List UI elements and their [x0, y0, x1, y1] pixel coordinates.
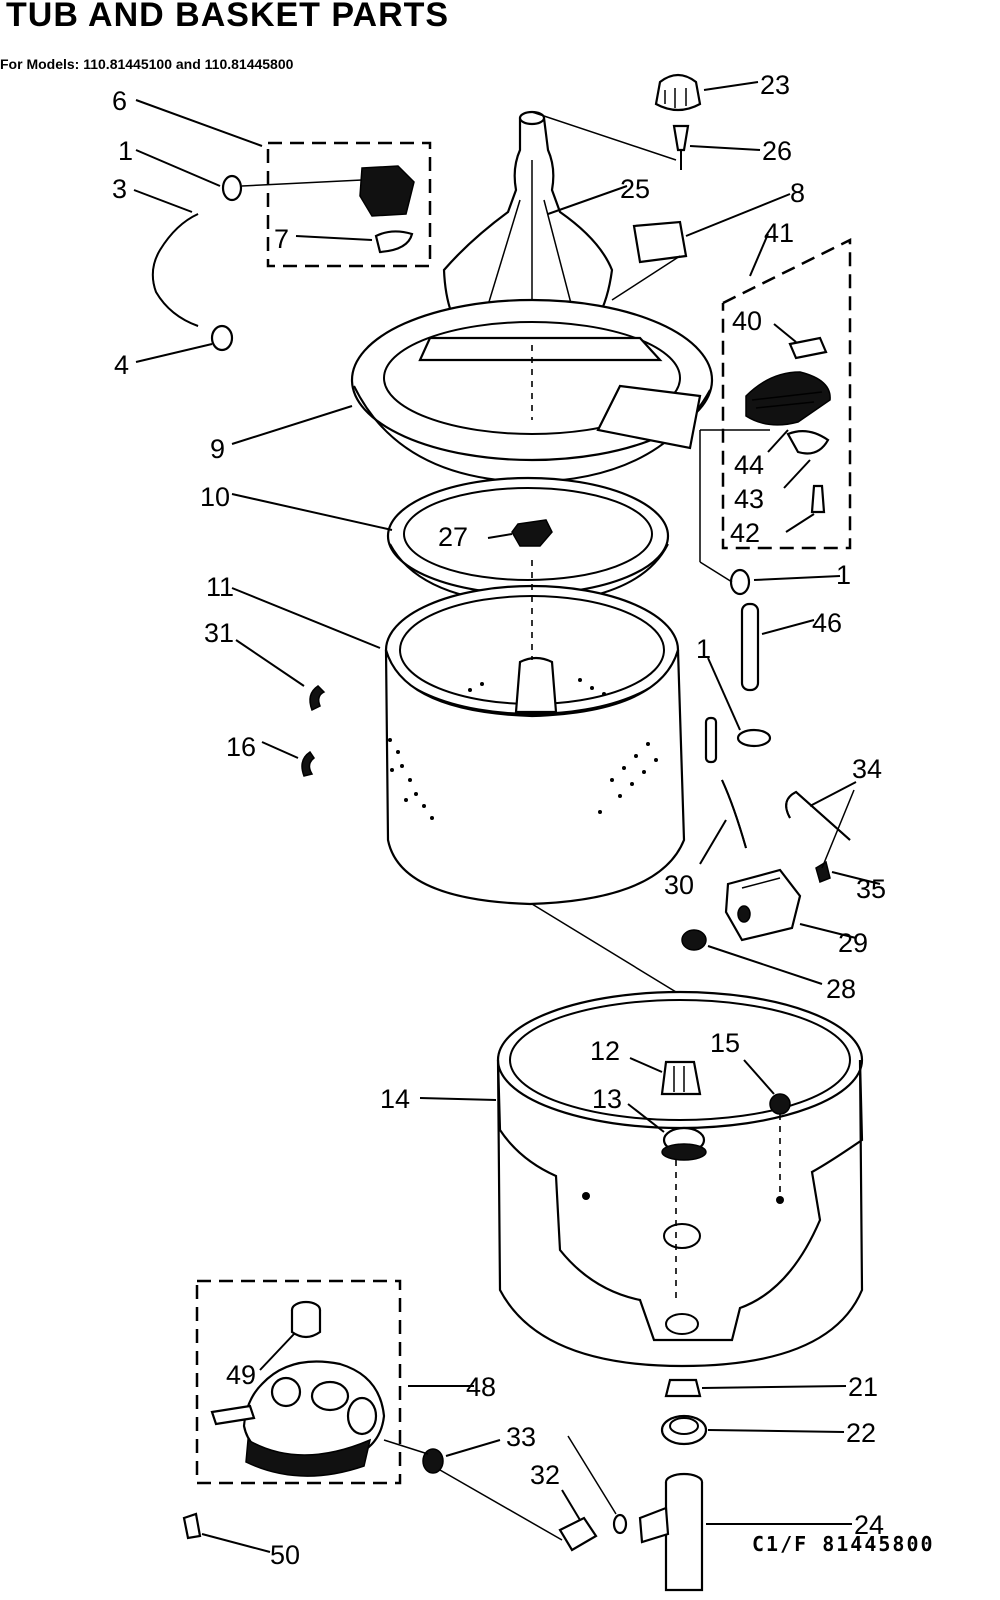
- part-35-clamp: [815, 860, 831, 884]
- part-50-screw: [182, 1512, 202, 1540]
- callout-40: 40: [732, 306, 762, 336]
- part-14-outer-tub: [496, 990, 864, 1368]
- callout-27: 27: [438, 522, 468, 552]
- callout-24: 24: [854, 1510, 884, 1540]
- callout-43: 43: [734, 484, 764, 514]
- diagram-title: TUB AND BASKET PARTS: [6, 0, 450, 34]
- callout-8: 8: [790, 178, 805, 208]
- part-48-pump-assembly: [210, 1360, 386, 1477]
- part-3-siphon-hose: [151, 213, 199, 327]
- callout-6: 6: [112, 86, 127, 116]
- group-box-41: [721, 237, 852, 550]
- part-7-gasket: [374, 230, 414, 254]
- part-4-clamp: [210, 324, 234, 352]
- callout-3: 3: [112, 174, 127, 204]
- callout-14: 14: [380, 1084, 410, 1114]
- part-40-clip: [788, 336, 828, 360]
- part-43-filter-cover: [786, 429, 830, 455]
- part-30-pump-hose: [704, 716, 747, 849]
- part-1-grommet-right: [729, 568, 751, 596]
- part-33-clamp-b: [612, 1513, 628, 1535]
- part-44-lint-filter: [745, 371, 831, 426]
- part-11-basket: [384, 560, 686, 906]
- part-26-pin: [672, 124, 690, 170]
- part-31-clip: [309, 685, 326, 712]
- part-8-plate: [632, 220, 688, 264]
- part-22-seal: [660, 1414, 708, 1446]
- callout-10: 10: [200, 482, 230, 512]
- part-9-tub-ring: [350, 298, 714, 484]
- part-34-hose: [785, 790, 851, 841]
- part-29-pump: [724, 868, 802, 942]
- part-15-bolt: [769, 1093, 791, 1196]
- callout-15: 15: [710, 1028, 740, 1058]
- group-box-6: [266, 141, 432, 268]
- callout-23: 23: [760, 70, 790, 100]
- part-12-cam: [660, 1060, 702, 1096]
- callout-50: 50: [270, 1540, 300, 1570]
- part-27-nut: [511, 519, 553, 547]
- part-42-screw: [810, 484, 826, 514]
- callout-16: 16: [226, 732, 256, 762]
- callout-29: 29: [838, 928, 868, 958]
- callout-9: 9: [210, 434, 225, 464]
- part-1-grommet-top: [221, 174, 243, 202]
- part-32-pipe: [558, 1516, 598, 1552]
- callout-12: 12: [590, 1036, 620, 1066]
- callout-32: 32: [530, 1460, 560, 1490]
- callout-7: 7: [274, 224, 289, 254]
- group-box-48: [195, 1279, 402, 1485]
- callout-1-right: 1: [836, 560, 851, 590]
- part-1-grommet-lower: [736, 728, 772, 748]
- callout-11: 11: [206, 572, 234, 602]
- leader-lines: [133, 81, 881, 1553]
- callout-34: 34: [852, 754, 882, 784]
- part-6-dispenser-cup: [359, 165, 415, 217]
- part-28-nut: [681, 929, 707, 951]
- callout-4: 4: [114, 350, 129, 380]
- part-49-pulley: [290, 1300, 322, 1339]
- callout-48: 48: [466, 1372, 496, 1402]
- callout-1-top: 1: [118, 136, 133, 166]
- callout-41: 41: [764, 218, 794, 248]
- part-24-drain-tube: [638, 1472, 704, 1592]
- part-16-clip: [301, 750, 316, 777]
- callout-49: 49: [226, 1360, 256, 1390]
- callout-42: 42: [730, 518, 760, 548]
- callout-21: 21: [848, 1372, 878, 1402]
- callout-22: 22: [846, 1418, 876, 1448]
- catalog-code: C1/F 81445800: [752, 1532, 935, 1556]
- callout-46: 46: [812, 608, 842, 638]
- part-33-clamp-a: [422, 1448, 444, 1474]
- callout-31: 31: [204, 618, 234, 648]
- models-subtitle: For Models: 110.81445100 and 110.8144580…: [0, 56, 294, 72]
- callout-33: 33: [506, 1422, 536, 1452]
- callout-1-lower: 1: [696, 634, 711, 664]
- callout-25: 25: [620, 174, 650, 204]
- callout-13: 13: [592, 1084, 622, 1114]
- callout-30: 30: [664, 870, 694, 900]
- callout-35: 35: [856, 874, 886, 904]
- part-13-hub: [661, 1126, 707, 1161]
- callout-26: 26: [762, 136, 792, 166]
- callout-44: 44: [734, 450, 764, 480]
- part-21-nut: [664, 1378, 702, 1398]
- part-46-hose: [740, 602, 760, 692]
- callout-28: 28: [826, 974, 856, 1004]
- part-23-fabric-softener-cap: [654, 73, 702, 112]
- callout-labels: 6 1 3 7 4 9 10 27 11 31 16 23 26 25 8 41…: [112, 70, 886, 1570]
